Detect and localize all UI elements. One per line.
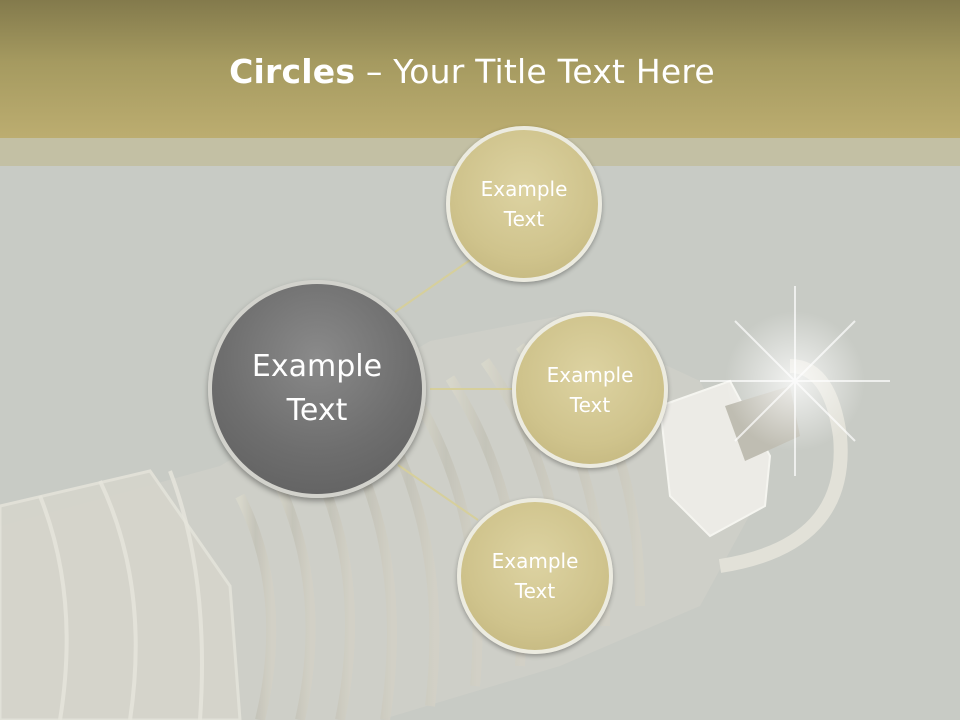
node-label: Example Text [491,549,579,603]
header-bar [0,0,960,138]
center-circle[interactable]: Example Text [208,280,426,498]
connector-top [394,257,474,313]
node-circle-bottom[interactable]: Example Text [457,498,613,654]
node-circle-top[interactable]: Example Text [446,126,602,282]
center-circle-label: Example Text [251,349,383,428]
node-label: Example Text [480,177,568,231]
slide-title: Circles – Your Title Text Here [0,52,944,91]
connector-bottom [397,464,479,521]
node-circle-middle[interactable]: Example Text [512,312,668,468]
title-rest: – Your Title Text Here [355,52,715,91]
title-bold: Circles [229,52,356,91]
node-label: Example Text [546,363,634,417]
